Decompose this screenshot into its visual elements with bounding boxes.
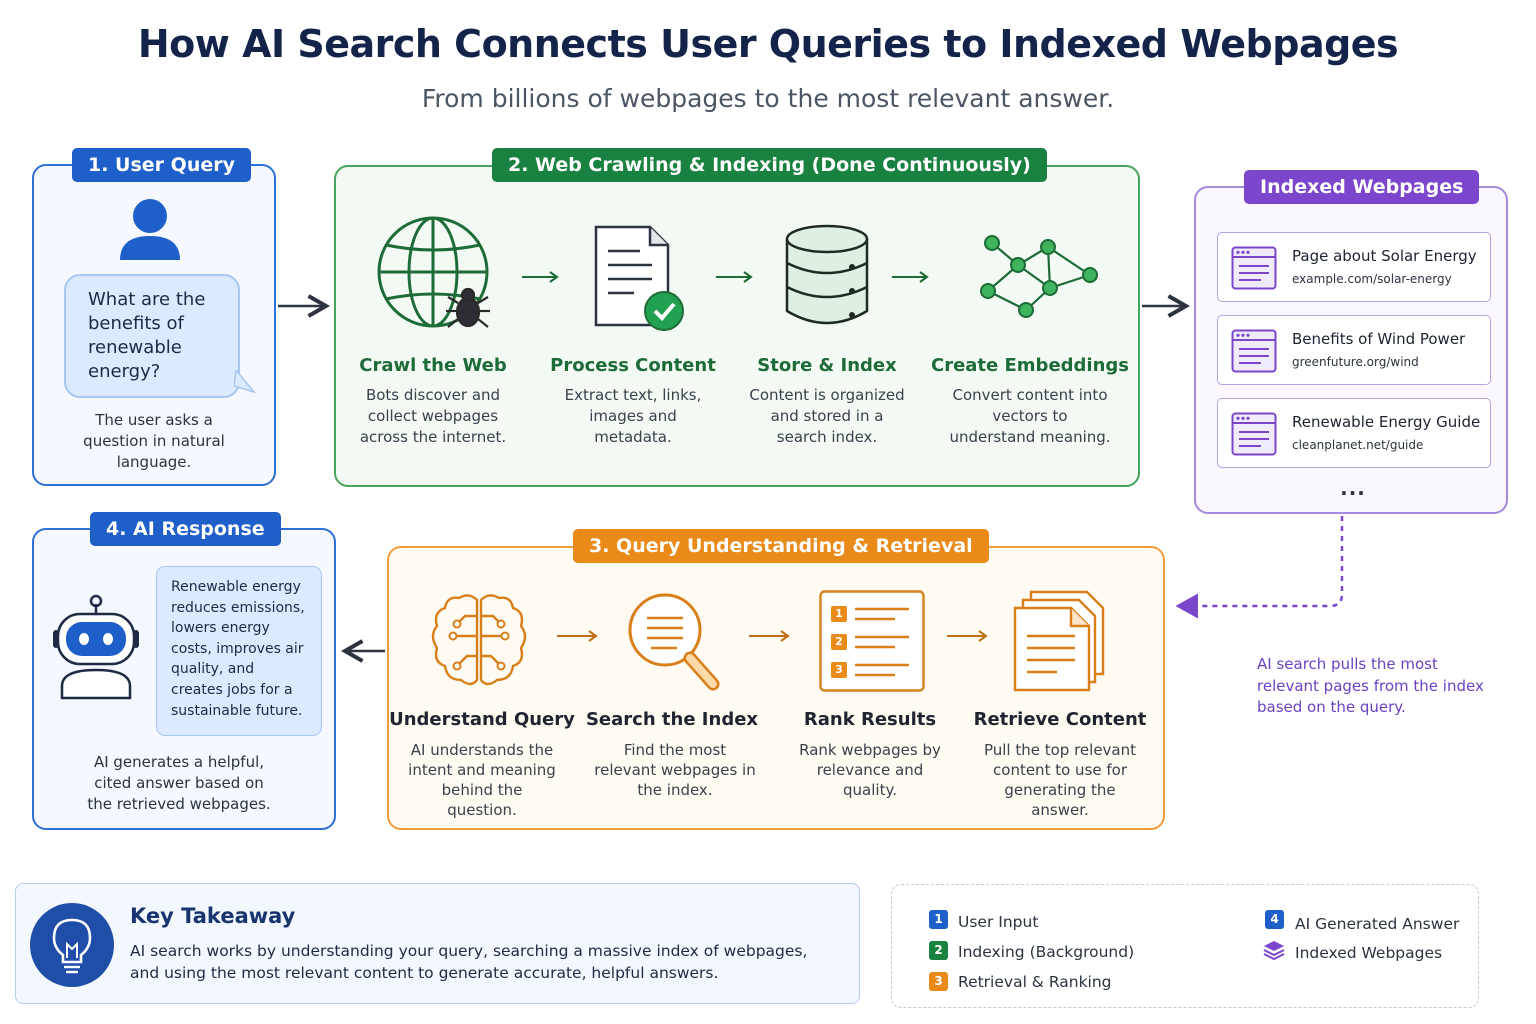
globe-spider-icon [377, 216, 490, 328]
brain-circuit-icon [431, 594, 527, 686]
network-graph-icon [980, 235, 1098, 318]
ranked-list-icon [819, 590, 925, 692]
indexed-page-card[interactable]: Benefits of Wind Power greenfuture.org/w… [1217, 315, 1491, 385]
indexed-webpages-panel: Indexed Webpages Page about Solar Energy… [1194, 170, 1508, 514]
indexed-page-url: greenfuture.org/wind [1292, 355, 1419, 369]
bubble-tail [234, 370, 257, 394]
magnifier-icon [628, 593, 720, 691]
embeddings-step-desc: Convert content into vectors to understa… [949, 386, 1111, 446]
rank-badge: 1 [835, 607, 843, 620]
search-step-desc: Find the most relevant webpages in the i… [594, 741, 756, 799]
ai-response-panel: 4. AI Response Renewable energy reduces … [32, 512, 336, 830]
legend-badge: 3 [929, 972, 948, 991]
user-icon [120, 199, 180, 260]
store-step-title: Store & Index [757, 355, 897, 376]
retrieve-step-desc: Pull the top relevant content to use for… [983, 741, 1137, 819]
rank-badge: 2 [835, 635, 843, 648]
process-step-desc: Extract text, links, images and metadata… [564, 386, 702, 446]
ai-response-caption: AI generates a helpful, cited answer bas… [87, 753, 271, 813]
crawling-panel: 2. Web Crawling & Indexing (Done Continu… [334, 148, 1140, 487]
arrow-icon [522, 271, 559, 283]
retrieve-step-title: Retrieve Content [973, 709, 1147, 730]
legend-badge: 1 [929, 910, 948, 929]
indexed-tag: Indexed Webpages [1244, 170, 1480, 204]
understand-step-title: Understand Query [389, 709, 575, 730]
document-check-icon [594, 225, 684, 331]
more-pages-ellipsis: ... [1340, 476, 1366, 500]
understand-step-desc: AI understands the intent and meaning be… [408, 741, 556, 819]
webpage-icon [1231, 329, 1277, 373]
legend: 1 User Input 2 Indexing (Background) 3 R… [891, 884, 1479, 1008]
user-query-tag: 1. User Query [72, 148, 251, 182]
arrow-icon [716, 271, 753, 283]
arrow-icon [892, 271, 929, 283]
retrieval-tag: 3. Query Understanding & Retrieval [573, 529, 989, 563]
rank-step-desc: Rank webpages by relevance and quality. [799, 741, 941, 799]
store-step-desc: Content is organized and stored in a sea… [749, 386, 905, 446]
webpage-icon [1231, 246, 1277, 290]
ai-response-tag: 4. AI Response [90, 512, 281, 546]
process-step-title: Process Content [550, 355, 716, 376]
legend-label: Indexing (Background) [958, 943, 1135, 961]
legend-label: User Input [958, 913, 1039, 931]
crawl-step-desc: Bots discover and collect webpages acros… [359, 386, 507, 446]
user-query-caption: The user asks a question in natural lang… [83, 411, 225, 471]
retrieval-panel: 3. Query Understanding & Retrieval 1 2 3 [387, 529, 1165, 830]
legend-badge: 2 [929, 941, 948, 960]
indexed-page-card[interactable]: Renewable Energy Guide cleanplanet.net/g… [1217, 398, 1491, 468]
layers-icon [1263, 941, 1285, 961]
search-step-title: Search the Index [585, 709, 759, 730]
crawl-step-title: Crawl the Web [359, 355, 507, 376]
legend-badge: 4 [1265, 910, 1284, 929]
indexed-page-title: Page about Solar Energy [1292, 247, 1477, 265]
database-icon [785, 224, 869, 325]
documents-icon [1013, 590, 1105, 692]
indexed-page-url: example.com/solar-energy [1292, 272, 1452, 286]
lightbulb-icon [30, 903, 114, 987]
indexed-page-title: Benefits of Wind Power [1292, 330, 1466, 348]
robot-icon [53, 594, 139, 700]
indexed-page-card[interactable]: Page about Solar Energy example.com/sola… [1217, 232, 1491, 302]
key-takeaway-box: Key Takeaway AI search works by understa… [15, 883, 860, 1004]
retrieval-note: AI search pulls the most relevant pages … [1257, 655, 1484, 716]
takeaway-title: Key Takeaway [130, 904, 296, 928]
legend-label: Retrieval & Ranking [958, 973, 1112, 991]
legend-label: AI Generated Answer [1295, 915, 1460, 933]
query-bubble: What are the benefits of renewable energ… [64, 274, 240, 398]
crawling-tag: 2. Web Crawling & Indexing (Done Continu… [492, 148, 1047, 182]
rank-step-title: Rank Results [803, 709, 937, 730]
user-query-panel: 1. User Query What are the benefits of r… [32, 148, 276, 486]
takeaway-text: AI search works by understanding your qu… [130, 942, 808, 982]
webpage-icon [1231, 412, 1277, 456]
indexed-page-title: Renewable Energy Guide [1292, 413, 1481, 431]
legend-label: Indexed Webpages [1295, 944, 1443, 962]
embeddings-step-title: Create Embeddings [930, 355, 1130, 376]
rank-badge: 3 [835, 663, 843, 676]
page-subtitle: From billions of webpages to the most re… [421, 84, 1115, 113]
arrow-icon [749, 630, 790, 642]
page-title: How AI Search Connects User Queries to I… [137, 22, 1399, 66]
arrow-icon [947, 630, 988, 642]
indexed-page-url: cleanplanet.net/guide [1292, 438, 1424, 452]
ai-answer-box: Renewable energy reduces emissions, lowe… [156, 566, 322, 736]
arrow-icon [557, 630, 598, 642]
arrow-index-to-retrieval [1175, 516, 1344, 619]
